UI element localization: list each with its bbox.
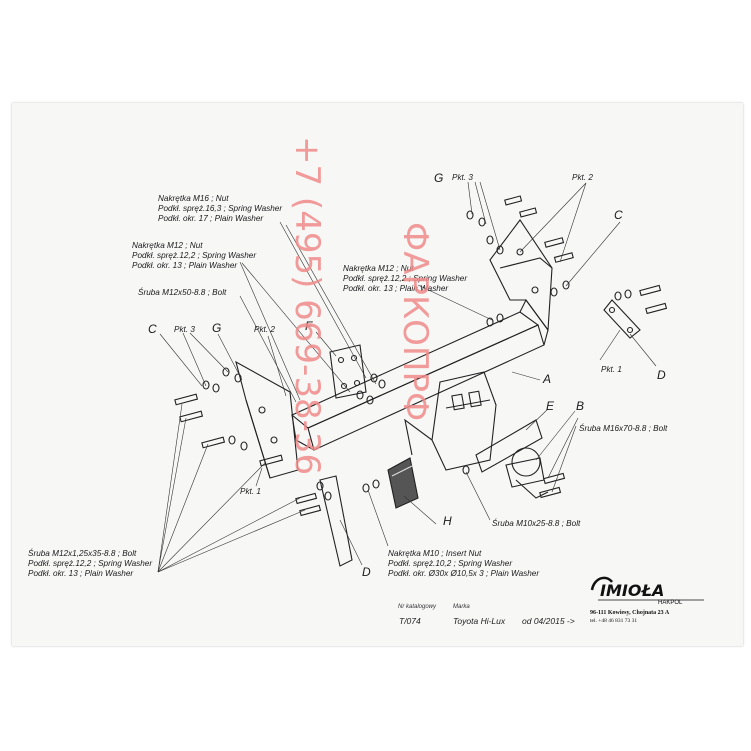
- callout-f: F: [305, 319, 313, 333]
- plate-part-e: [475, 419, 543, 473]
- callout-pkt2-left: Pkt. 2: [254, 325, 275, 334]
- callout-g-top: G: [434, 171, 443, 185]
- brand-subtitle: HAKPOL: [658, 600, 683, 606]
- callout-h: H: [443, 514, 452, 528]
- callout-d-right: D: [657, 368, 666, 382]
- callout-pkt1-left: Pkt. 1: [240, 487, 261, 496]
- strip-part-d-left: [319, 475, 353, 567]
- brand-logo: IMIOŁA HAKPOL: [590, 576, 704, 606]
- company-address: 96-111 Kowiesy, Chojnata 23 A: [590, 610, 670, 616]
- drawing-sheet: [12, 103, 743, 646]
- socket-plate-h: [387, 457, 419, 509]
- nut-m12-left-spring-washer: Podkł. spręż.12,2 ; Spring Washer: [132, 251, 256, 260]
- catalog-number-value: T/074: [399, 616, 421, 626]
- strip-part-d-right: [603, 299, 641, 339]
- callout-b: B: [576, 399, 584, 413]
- leader-lines: [157, 181, 657, 573]
- callout-a: A: [542, 372, 551, 386]
- model-date-value: od 04/2015 ->: [522, 616, 575, 626]
- bolt-m10x25-label: Śruba M10x25-8.8 ; Bolt: [492, 517, 581, 528]
- callout-c-right: C: [614, 208, 623, 222]
- fastener-group: [174, 195, 668, 517]
- nut-m12-left-plain-washer: Podkł. okr. 13 ; Plain Washer: [132, 261, 237, 270]
- bolt-m16x70-label: Śruba M16x70-8.8 ; Bolt: [579, 422, 668, 433]
- bolt-m12x125-label: Śruba M12x1,25x35-8.8 ; Bolt: [28, 547, 137, 558]
- callout-e: E: [546, 399, 555, 413]
- callout-c-left: C: [148, 322, 157, 336]
- callout-pkt3-top: Pkt. 3: [452, 173, 473, 182]
- callout-d-bottom: D: [362, 565, 371, 579]
- callout-pkt2-top: Pkt. 2: [572, 173, 593, 182]
- callout-g-left: G: [212, 321, 221, 335]
- make-label: Marka: [453, 604, 470, 610]
- nut-m12-left-label: Nakrętka M12 ; Nut: [132, 241, 203, 250]
- callout-pkt3-left: Pkt. 3: [174, 325, 195, 334]
- watermark-phone: +7 (495) 669-38-36: [287, 136, 327, 475]
- nut-m16-spring-washer: Podkł. spręż.16,3 ; Spring Washer: [158, 204, 282, 213]
- tow-ball-b: [505, 447, 549, 499]
- watermark-site: ФАРКОПРФ: [395, 222, 435, 421]
- insert-nut-label: Nakrętka M10 ; Insert Nut: [388, 549, 482, 558]
- insert-nut-spring-washer: Podkł. spręż.10,2 ; Spring Washer: [388, 559, 512, 568]
- plate-part-f: [329, 344, 367, 399]
- bolt-m12x125-spring-washer: Podkł. spręż.12,2 ; Spring Washer: [28, 559, 152, 568]
- insert-nut-plain-washer: Podkł. okr. Ø30x Ø10,5x 3 ; Plain Washer: [388, 569, 539, 578]
- nut-m12-mid-label: Nakrętka M12 ; Nut: [343, 264, 414, 273]
- brand-name: IMIOŁA: [600, 581, 664, 600]
- company-phone: tel. +48 46 831 73 31: [590, 618, 637, 624]
- bolt-m12x125-plain-washer: Podkł. okr. 13 ; Plain Washer: [28, 569, 133, 578]
- nut-m12-mid-plain-washer: Podkł. okr. 13 ; Plain Washer: [343, 284, 448, 293]
- catalog-number-label: Nr katalogowy: [398, 604, 437, 610]
- nut-m12-mid-spring-washer: Podkł. spręż.12,2 ; Spring Washer: [343, 274, 467, 283]
- nut-m16-label: Nakrętka M16 ; Nut: [158, 194, 229, 203]
- nut-m16-plain-washer: Podkł. okr. 17 ; Plain Washer: [158, 214, 263, 223]
- make-value: Toyota Hi-Lux: [453, 616, 506, 626]
- right-bracket: [489, 219, 553, 332]
- bolt-m12x50-label: Śruba M12x50-8.8 ; Bolt: [138, 286, 227, 297]
- callout-pkt1-right: Pkt. 1: [601, 365, 622, 374]
- central-bracket: [404, 371, 497, 471]
